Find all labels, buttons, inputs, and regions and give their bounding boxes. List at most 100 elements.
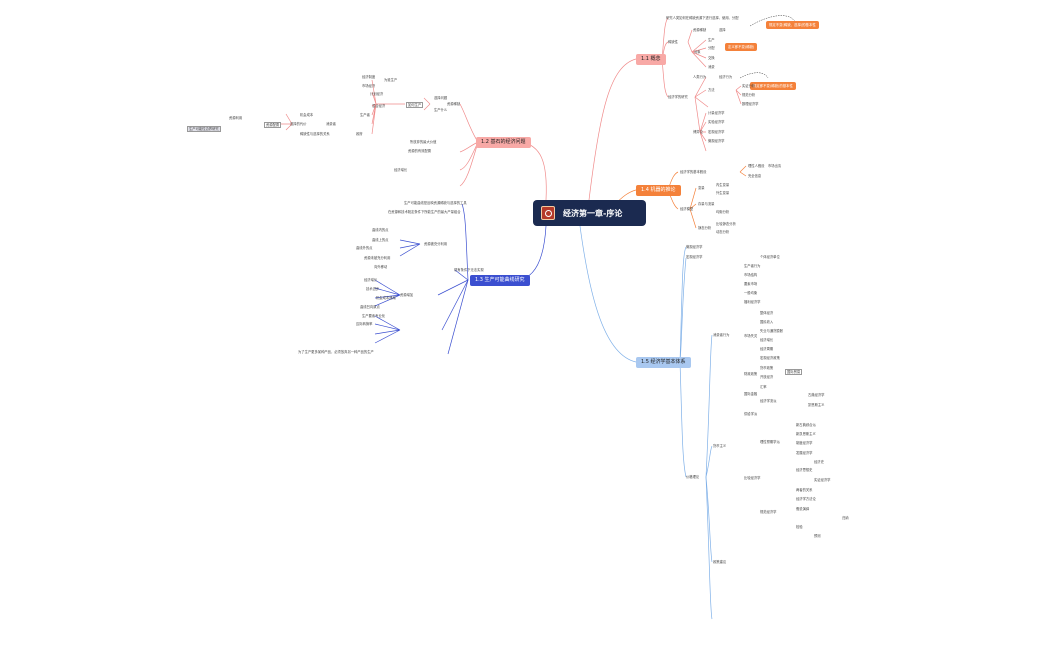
link-center-t11 bbox=[588, 58, 637, 201]
node-b5-r: 财政政策 bbox=[744, 372, 758, 376]
node-b3-m: 机会成本递增 bbox=[376, 296, 396, 300]
node-b5-z: 凯恩斯主义 bbox=[808, 403, 825, 407]
link-center-t13 bbox=[517, 225, 547, 281]
node-b2-o: 稀缺性与选择的关系 bbox=[300, 132, 330, 136]
callout-1[interactable]: 规定不变(稀缺、选择)的基本性 bbox=[766, 21, 819, 29]
callout-2[interactable]: 定义即不变(稀缺) bbox=[725, 43, 758, 51]
node-b5-h: 要素市场 bbox=[744, 282, 758, 286]
node-b3-p: 边际转换率 bbox=[356, 322, 373, 326]
node-b3-h: 现有条件下无法实现 bbox=[454, 268, 484, 272]
book-icon bbox=[541, 206, 555, 220]
node-b5-l: 整体经济 bbox=[760, 311, 774, 315]
node-b1-d: 选择 bbox=[719, 28, 726, 32]
node-b1-c: 资源稀缺 bbox=[693, 28, 707, 32]
node-b5-b: 宏观经济学 bbox=[686, 255, 703, 259]
topic-ppf[interactable]: 1.3 生产可能曲线研究 bbox=[470, 275, 530, 286]
callout-3[interactable]: 规定即不变(稀缺)的基本性 bbox=[750, 82, 796, 90]
topic-basic-problems[interactable]: 1.2 基石的经济问题 bbox=[476, 137, 531, 148]
node-b5-ai: 经济思想史 bbox=[796, 468, 813, 472]
node-b4-k: 静态分析 bbox=[698, 226, 712, 230]
node-b3-a: 生产可能曲线是反映资源稀缺与选择的工具 bbox=[404, 201, 467, 205]
node-b3-o: 生产要素专业化 bbox=[362, 314, 386, 318]
topic-concept[interactable]: 1.1 概念 bbox=[636, 54, 666, 65]
node-b3-l: 资源增加 bbox=[400, 293, 414, 297]
node-b4-a: 经济学的基本假设 bbox=[680, 170, 707, 174]
central-title: 经济第一章-序论 bbox=[563, 208, 623, 218]
node-b2-t: 资源的有效配置 bbox=[408, 149, 432, 153]
node-b4-l: 比较静态分析 bbox=[716, 222, 736, 226]
node-b5-an: 经济学方法论 bbox=[796, 497, 816, 501]
node-b2-r: 生产可能性边界研究 bbox=[187, 126, 221, 132]
node-b5-t: 开放经济 bbox=[760, 375, 774, 379]
node-b2-k: 消费者 bbox=[326, 122, 336, 126]
node-b5-q: 宏观经济政策 bbox=[760, 356, 780, 360]
node-b5-as: 政策建议 bbox=[713, 560, 727, 564]
node-b5-e: 消费者行为 bbox=[713, 333, 730, 337]
node-b3-g: 资源被充分利用 bbox=[424, 242, 448, 246]
node-b3-k: 技术进步 bbox=[366, 287, 380, 291]
node-b1-m: 方法 bbox=[708, 88, 715, 92]
node-b2-d: 如何生产 bbox=[406, 102, 424, 108]
node-b2-b: 选择问题 bbox=[434, 96, 448, 100]
node-b5-p: 经济周期 bbox=[760, 347, 774, 351]
topic-inference[interactable]: 1.4 机器的推论 bbox=[636, 185, 681, 196]
node-b4-b: 理性人假设 bbox=[748, 164, 765, 168]
node-b2-e: 为谁生产 bbox=[384, 78, 398, 82]
node-b5-ap: 归纳 bbox=[842, 516, 849, 520]
node-b3-f: 资源未被充分利用 bbox=[364, 256, 391, 260]
node-b5-am: 两者的关系 bbox=[796, 488, 813, 492]
node-b2-q: 资源利用 bbox=[229, 116, 243, 120]
node-b5-c: 个体经济单位 bbox=[760, 255, 780, 259]
node-b1-q: 计量经济学 bbox=[708, 111, 725, 115]
node-b2-n: 选择的代价 bbox=[290, 122, 307, 126]
node-b1-l: 经济行为 bbox=[719, 75, 733, 79]
topic-system[interactable]: 1.5 经济学基本体系 bbox=[636, 357, 691, 368]
node-b5-d: 价格理论 bbox=[686, 475, 700, 479]
callout-arrow-2 bbox=[739, 72, 769, 79]
node-b1-g: 交换 bbox=[708, 56, 715, 60]
node-b4-j: 均衡分析 bbox=[716, 210, 730, 214]
node-b5-g: 市场结构 bbox=[744, 273, 758, 277]
node-b5-ac: 理性预期学派 bbox=[760, 440, 780, 444]
node-b2-h: 计划经济 bbox=[370, 92, 384, 96]
node-b5-al: 规范经济学 bbox=[760, 510, 777, 514]
node-b1-j: 对象 bbox=[694, 50, 701, 54]
node-b1-p: 数理经济学 bbox=[742, 102, 759, 106]
node-b2-u: 经济增长 bbox=[394, 168, 408, 172]
node-b2-j: 生产者 bbox=[360, 113, 370, 117]
central-node[interactable]: 经济第一章-序论 bbox=[533, 200, 646, 226]
node-b3-b: 在资源和技术既定条件下所能生产的最大产量组合 bbox=[388, 210, 461, 214]
node-b3-n: 曲线凹向原点 bbox=[360, 305, 380, 309]
node-b4-e: 经济模型 bbox=[680, 207, 694, 211]
node-b3-e: 曲线外的点 bbox=[356, 246, 373, 250]
node-b1-h: 消费 bbox=[708, 65, 715, 69]
node-b5-k: 市场失灵 bbox=[744, 334, 758, 338]
callout-arrow-1 bbox=[749, 15, 796, 27]
node-b1-u: 微观经济学 bbox=[708, 139, 725, 143]
node-b5-ak: 实证经济学 bbox=[814, 478, 831, 482]
node-b2-a: 资源稀缺 bbox=[447, 102, 461, 106]
node-b5-ab: 供给学派 bbox=[744, 412, 758, 416]
node-b5-o: 经济增长 bbox=[760, 338, 774, 342]
node-b5-ah: 比较经济学 bbox=[744, 476, 761, 480]
node-b3-j: 经济增长 bbox=[364, 278, 378, 282]
node-b5-af: 制度经济学 bbox=[796, 441, 813, 445]
node-b5-ad: 新古典综合派 bbox=[796, 423, 816, 427]
node-b2-f: 经济制度 bbox=[362, 75, 376, 79]
node-b1-n: 实证分析 bbox=[742, 84, 756, 88]
node-b1-t: 宏观经济学 bbox=[708, 130, 725, 134]
node-b5-u: 国际贸易 bbox=[785, 369, 803, 375]
node-b4-g: 内生变量 bbox=[716, 183, 730, 187]
node-b3-d: 曲线上的点 bbox=[372, 238, 389, 242]
node-b1-r: 实验经济学 bbox=[708, 120, 725, 124]
node-b2-i: 混合经济 bbox=[372, 104, 386, 108]
node-b1-i: 经济学的研究 bbox=[668, 95, 688, 99]
node-b5-ag: 发展经济学 bbox=[796, 451, 813, 455]
link-center-t15 bbox=[579, 225, 637, 363]
node-b2-g: 市场经济 bbox=[362, 84, 376, 88]
link-center-t12 bbox=[521, 141, 547, 201]
node-b5-n: 失业与通货膨胀 bbox=[760, 329, 784, 333]
node-b5-s: 货币政策 bbox=[760, 366, 774, 370]
node-b1-o: 规范分析 bbox=[742, 93, 756, 97]
